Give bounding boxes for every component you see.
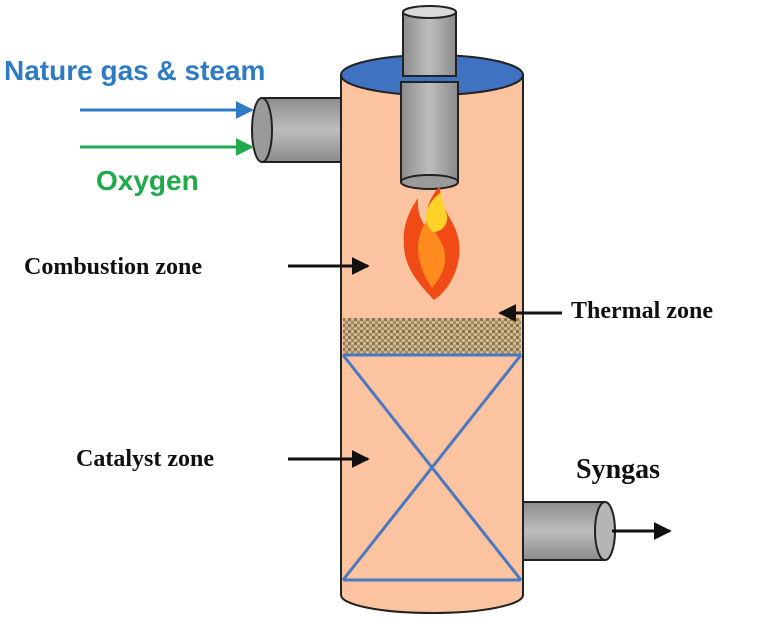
catalyst-zone-label: Catalyst zone [76,446,214,472]
inlet-pipe [251,97,343,163]
flame-icon [403,186,460,300]
oxygen-inlet-label: Oxygen [96,165,199,196]
syngas-label: Syngas [576,454,660,485]
burner-pipe [400,81,459,190]
outlet-pipe [512,501,616,561]
thermal-zone-band [343,318,521,354]
combustion-zone-label: Combustion zone [24,254,202,280]
burner-stack [402,5,457,77]
gas-inlet-label: Nature gas & steam [4,55,265,86]
catalyst-bed [341,353,523,582]
thermal-zone-label: Thermal zone [571,298,713,324]
